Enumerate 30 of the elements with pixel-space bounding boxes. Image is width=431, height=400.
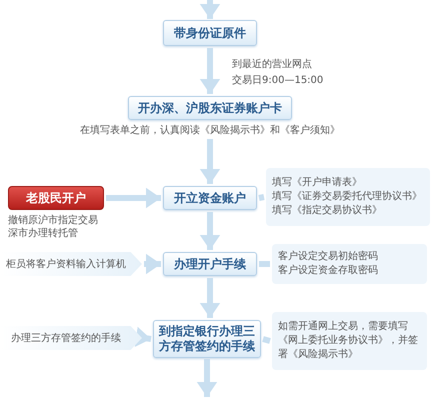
connector (262, 336, 271, 344)
step-label: 老股民开户 (25, 190, 87, 206)
step-label: 办理开户手续 (172, 256, 247, 272)
step-label: 到指定银行办理三方存管签约的手续 (158, 324, 256, 354)
arrow (106, 188, 161, 208)
note-text: 交易日9:00—15:00 (232, 74, 324, 88)
connector (258, 194, 265, 201)
note-text: 客户设定资金存取密码 (278, 264, 379, 278)
arrow (200, 212, 220, 250)
edge-label: 到最近的营业网点 (232, 58, 312, 72)
note-text: 如需开通网上交易，需要填写《网上委托业务协议书》，并签署《风险揭示书》 (278, 320, 419, 362)
note-text: 柜员将客户资料输入计算机 (5, 258, 127, 271)
note-text: 在填写表单之前，认真阅读《风险揭示书》和《客户须知》 (79, 124, 341, 137)
arrow (144, 254, 161, 274)
note-text: 客户设定交易初始密码 (278, 250, 379, 264)
note-text: 办理三方存管签约的手续 (10, 332, 122, 345)
arrow (134, 326, 152, 347)
arrow (200, 278, 220, 318)
step-label: 开办深、沪股东证券账户卡 (137, 100, 283, 116)
step-label: 开立资金账户 (173, 190, 247, 206)
arrow (196, 359, 218, 397)
note-text: 填写《证券交易委托代理协议书》 (272, 190, 423, 204)
note-text: 填写《开户申请表》 (272, 176, 363, 190)
connector (259, 261, 270, 267)
step-label: 带身份证原件 (173, 26, 247, 40)
arrow (200, 0, 220, 19)
note-text: 填写《指定交易协议书》 (272, 204, 383, 218)
arrow (200, 139, 220, 184)
arrow (200, 48, 220, 94)
note-text: 撤销原沪市指定交易深市办理转托管 (8, 214, 99, 240)
